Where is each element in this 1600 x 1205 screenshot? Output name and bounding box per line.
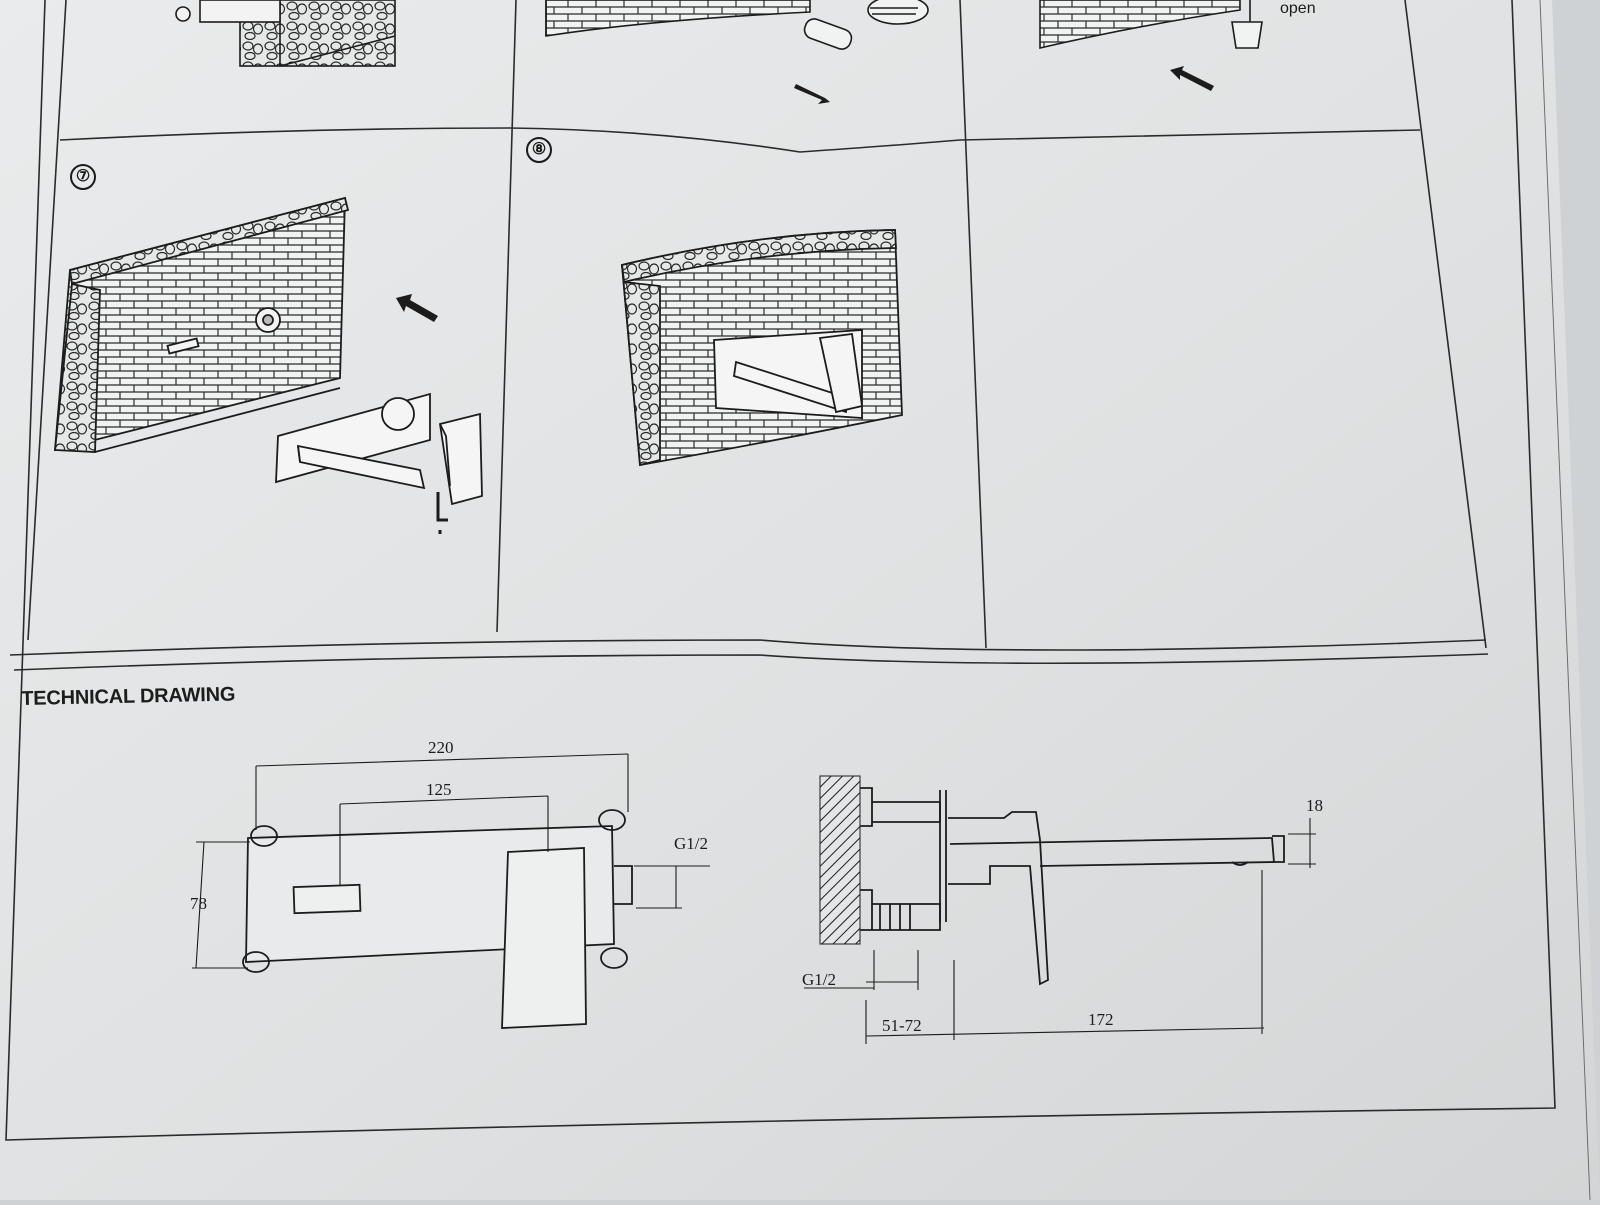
- side-wall-depth-range: 51-72: [882, 1016, 922, 1035]
- front-height: 78: [190, 894, 207, 913]
- open-label: open: [1280, 0, 1316, 17]
- step-grid: [9, 0, 1489, 671]
- direction-arrow: [396, 294, 438, 322]
- side-spout-height: 18: [1306, 796, 1323, 815]
- step-8-illustration: [621, 229, 903, 467]
- top-left-illustration: [175, 0, 396, 67]
- wall-hatch: [819, 775, 861, 945]
- side-thread-size: G1/2: [802, 970, 836, 989]
- top-right-illustration: [1039, 0, 1263, 50]
- front-view-drawing: [242, 809, 633, 1029]
- side-view-drawing: [860, 787, 1285, 986]
- front-thread-size: G1/2: [674, 834, 708, 853]
- step-8-number: ⑧: [526, 137, 552, 163]
- technical-drawing-heading: TECHNICAL DRAWING: [21, 683, 236, 710]
- direction-arrow: [794, 66, 1214, 104]
- top-middle-illustration: [545, 0, 929, 50]
- front-width-inner: 125: [426, 780, 452, 799]
- front-width-overall: 220: [428, 738, 454, 757]
- step-7-number: ⑦: [70, 164, 96, 190]
- side-view-dimensions: [804, 818, 1316, 1044]
- front-view-dimensions: [192, 753, 710, 969]
- side-spout-projection: 172: [1088, 1010, 1114, 1029]
- outer-frame: [5, 0, 1556, 1141]
- step-7-illustration: [53, 196, 483, 534]
